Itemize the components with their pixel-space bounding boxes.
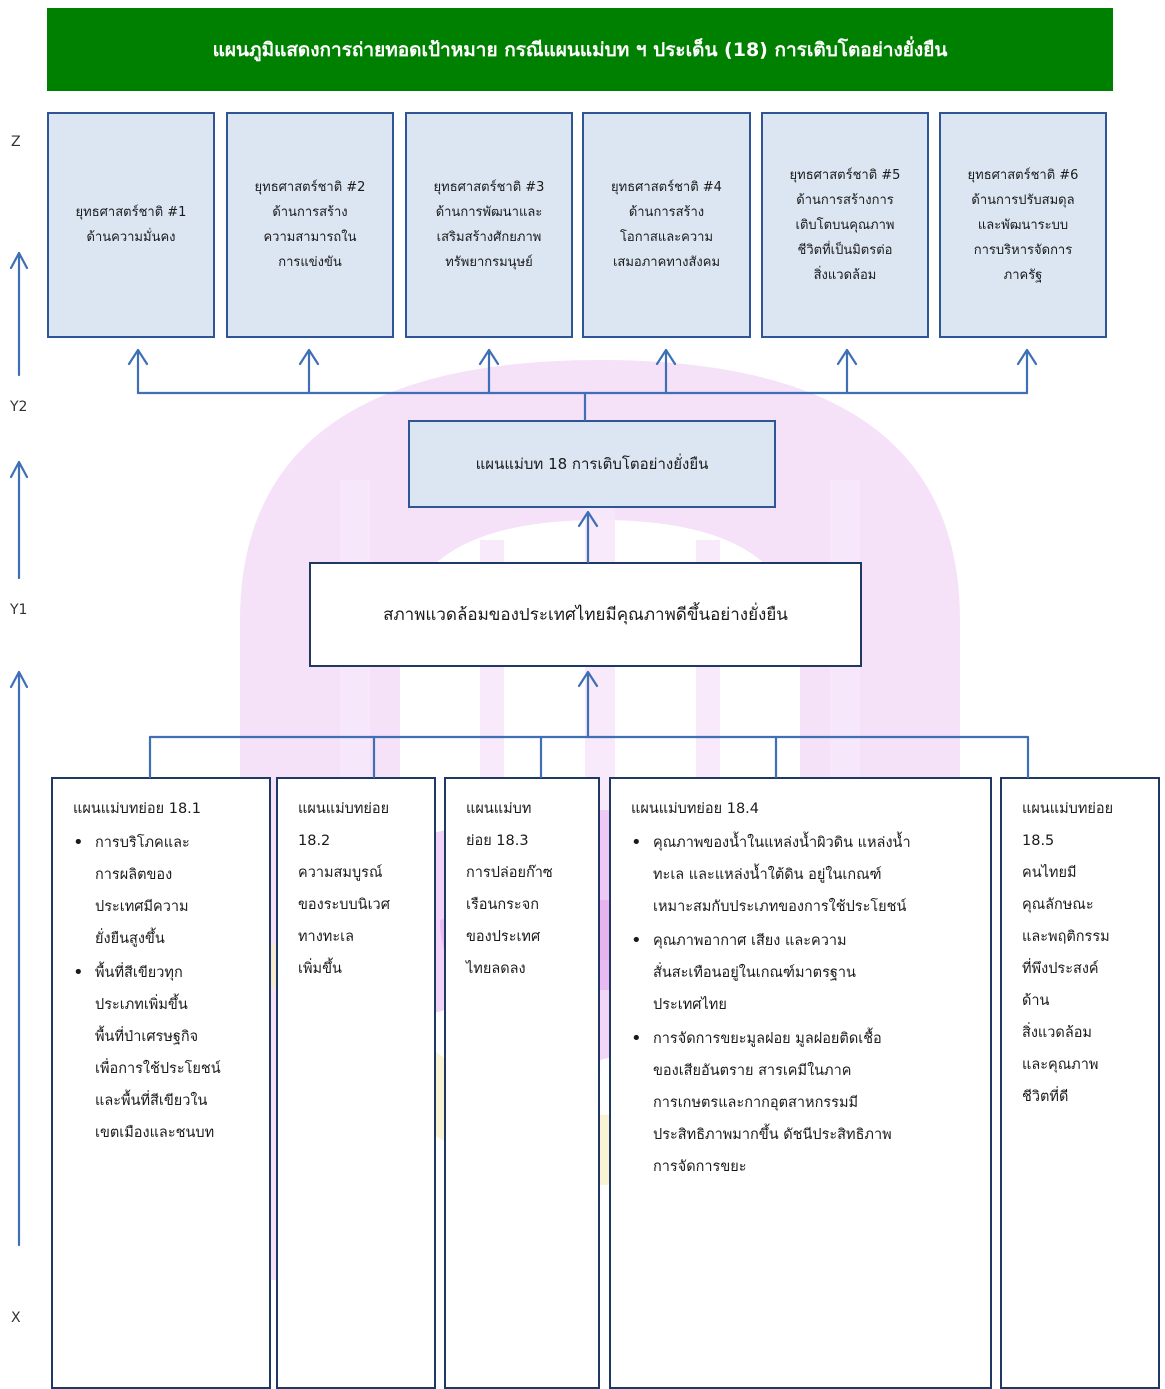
bullet-item: คุณภาพอากาศ เสียง และความสั่นสะเทือนอยู่… bbox=[631, 925, 980, 1021]
bullet-item: พื้นที่สีเขียวทุกประเภทเพิ่มขึ้นพื้นที่ป… bbox=[73, 957, 259, 1149]
axis-label-y1: Y1 bbox=[10, 602, 28, 618]
arrow-to-strategy-6 bbox=[1016, 348, 1038, 395]
bullet-item: การจัดการขยะมูลฝอย มูลฝอยติดเชื้อของเสีย… bbox=[631, 1023, 980, 1183]
master-plan-label: แผนแม่บท 18 การเติบโตอย่างยั่งยืน bbox=[475, 455, 709, 473]
bullet-item: การบริโภคและการผลิตของประเทศมีความยั่งยื… bbox=[73, 827, 259, 955]
chart-title-banner: แผนภูมิแสดงการถ่ายทอดเป้าหมาย กรณีแผนแม่… bbox=[47, 8, 1113, 91]
arrow-to-strategy-1 bbox=[127, 348, 149, 395]
axis-arrow-z bbox=[9, 251, 29, 377]
axis-label-y2: Y2 bbox=[10, 399, 28, 415]
sub-plan-title: แผนแม่บทย่อย 18.1 bbox=[73, 801, 202, 817]
sub-plan-box-18-4: แผนแม่บทย่อย 18.4 คุณภาพของน้ำในแหล่งน้ำ… bbox=[609, 777, 992, 1389]
sub-plan-title: แผนแม่บทย่อย 18.4 bbox=[631, 801, 760, 817]
master-plan-box: แผนแม่บท 18 การเติบโตอย่างยั่งยืน bbox=[408, 420, 776, 508]
axis-arrow-y1 bbox=[9, 670, 29, 1247]
goal-label: สภาพแวดล้อมของประเทศไทยมีคุณภาพดีขึ้นอย่… bbox=[383, 605, 788, 625]
axis-label-x: X bbox=[11, 1310, 21, 1326]
chart-title: แผนภูมิแสดงการถ่ายทอดเป้าหมาย กรณีแผนแม่… bbox=[212, 38, 948, 61]
axis-arrow-y2 bbox=[9, 460, 29, 580]
sub-plan-box-18-1: แผนแม่บทย่อย 18.1 การบริโภคและการผลิตของ… bbox=[51, 777, 271, 1389]
goal-box: สภาพแวดล้อมของประเทศไทยมีคุณภาพดีขึ้นอย่… bbox=[309, 562, 862, 667]
bullet-item: คุณภาพของน้ำในแหล่งน้ำผิวดิน แหล่งน้ำทะเ… bbox=[631, 827, 980, 923]
axis-label-z: Z bbox=[11, 134, 21, 150]
